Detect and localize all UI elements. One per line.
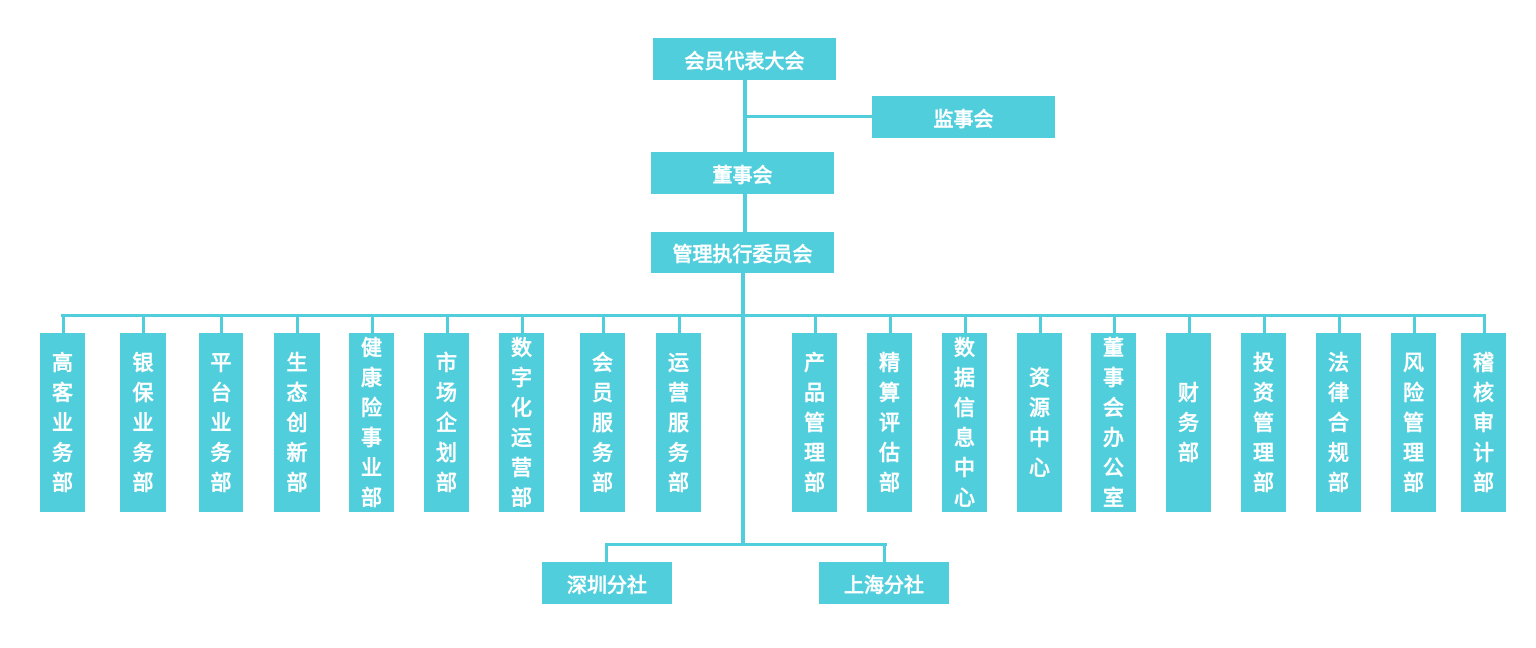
dept-tick-line bbox=[814, 314, 817, 334]
dept-tick-line bbox=[1263, 314, 1266, 334]
dept-box: 会员服务部 bbox=[580, 333, 625, 512]
connector-assembly-to-board bbox=[743, 80, 747, 152]
dept-tick-line bbox=[1188, 314, 1191, 334]
branch-box-shanghai: 上海分社 bbox=[819, 562, 949, 604]
dept-box: 稽核审计部 bbox=[1461, 333, 1506, 512]
dept-box: 董事会办公室 bbox=[1091, 333, 1136, 512]
dept-tick-line bbox=[678, 314, 681, 334]
dept-box: 财务部 bbox=[1166, 333, 1211, 512]
connector-board-to-executive bbox=[743, 194, 747, 232]
department-bus-line bbox=[61, 314, 1485, 317]
dept-tick-line bbox=[296, 314, 299, 334]
dept-tick-line bbox=[1039, 314, 1042, 334]
dept-box: 法律合规部 bbox=[1316, 333, 1361, 512]
connector-to-supervisory bbox=[747, 115, 873, 118]
dept-box: 投资管理部 bbox=[1241, 333, 1286, 512]
dept-tick-line bbox=[1483, 314, 1486, 334]
connector-executive-trunk bbox=[741, 273, 745, 545]
dept-box: 生态创新部 bbox=[274, 333, 320, 512]
connector-to-branch-shenzhen bbox=[605, 543, 608, 563]
dept-box: 资源中心 bbox=[1017, 333, 1062, 512]
dept-box: 产品管理部 bbox=[792, 333, 837, 512]
connector-to-branch-shanghai bbox=[883, 543, 886, 563]
dept-tick-line bbox=[220, 314, 223, 334]
dept-box: 高客业务部 bbox=[40, 333, 85, 512]
dept-box: 银保业务部 bbox=[120, 333, 166, 512]
dept-tick-line bbox=[521, 314, 524, 334]
branch-bus-line bbox=[606, 543, 887, 546]
dept-box: 健康险事业部 bbox=[349, 333, 394, 512]
dept-tick-line bbox=[889, 314, 892, 334]
dept-tick-line bbox=[1338, 314, 1341, 334]
dept-tick-line bbox=[446, 314, 449, 334]
dept-box: 市场企划部 bbox=[424, 333, 469, 512]
branch-box-shenzhen: 深圳分社 bbox=[542, 562, 672, 604]
dept-tick-line bbox=[142, 314, 145, 334]
dept-tick-line bbox=[62, 314, 65, 334]
dept-tick-line bbox=[602, 314, 605, 334]
dept-box: 风险管理部 bbox=[1391, 333, 1436, 512]
dept-box: 精算评估部 bbox=[867, 333, 912, 512]
dept-tick-line bbox=[964, 314, 967, 334]
dept-tick-line bbox=[1413, 314, 1416, 334]
executive-committee-box: 管理执行委员会 bbox=[651, 232, 834, 273]
dept-box: 数字化运营部 bbox=[499, 333, 544, 512]
supervisory-board-box: 监事会 bbox=[872, 96, 1055, 138]
dept-box: 运营服务部 bbox=[656, 333, 701, 512]
board-of-directors-box: 董事会 bbox=[651, 152, 834, 194]
assembly-box: 会员代表大会 bbox=[653, 38, 836, 80]
dept-box: 数据信息中心 bbox=[942, 333, 987, 512]
dept-box: 平台业务部 bbox=[199, 333, 243, 512]
dept-tick-line bbox=[1113, 314, 1116, 334]
dept-tick-line bbox=[371, 314, 374, 334]
